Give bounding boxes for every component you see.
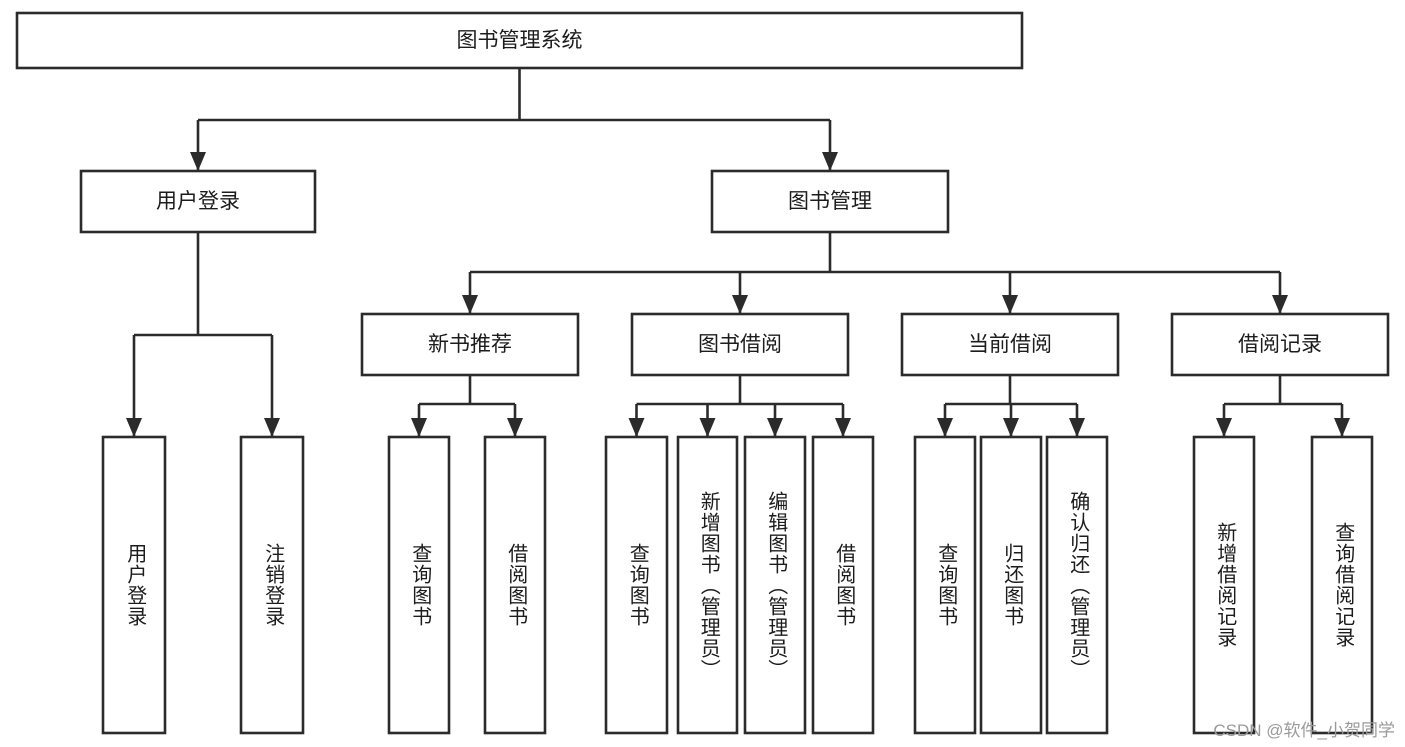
node-leaf-leaf-user-logout[interactable] [239,435,305,735]
arrow-head-icon [126,418,142,437]
node-level1-book-management[interactable] [710,169,950,234]
node-leaf-leaf-confirm-return-admin[interactable] [1045,435,1109,735]
node-label: 新书推荐 [428,333,512,356]
node-level2-new-book-recommend[interactable] [360,312,580,377]
node-leaf-leaf-borrow-book-recommend[interactable] [483,435,547,735]
node-label: 当前借阅 [968,333,1052,356]
arrow-head-icon [1216,418,1232,437]
arrow-head-icon [1002,295,1018,314]
node-level2-book-borrow[interactable] [630,312,850,377]
node-label: 借阅记录 [1238,333,1322,356]
arrow-head-icon [264,418,280,437]
node-leaf-leaf-query-book-borrow[interactable] [604,435,669,735]
node-box-layer [15,11,1390,735]
node-root[interactable] [15,11,1024,70]
connector-layer [126,68,1350,437]
arrow-head-icon [699,418,716,437]
arrow-head-icon [190,152,206,171]
node-leaf-leaf-user-login[interactable] [101,435,167,735]
watermark-text: CSDN @软件_小贺同学 [1213,721,1395,740]
node-level2-borrow-record[interactable] [1170,312,1390,377]
node-leaf-leaf-add-book-admin[interactable] [676,435,739,735]
arrow-head-icon [732,295,748,314]
arrow-head-icon [1069,418,1085,437]
node-leaf-leaf-return-book[interactable] [979,435,1043,735]
node-leaf-leaf-edit-book-admin[interactable] [743,435,807,735]
arrow-head-icon [835,418,851,437]
node-level1-user-login[interactable] [79,169,317,234]
node-leaf-leaf-query-borrow-record[interactable] [1310,435,1374,735]
node-label: 图书借阅 [698,333,782,356]
arrow-head-icon [767,418,783,437]
node-leaf-leaf-add-borrow-record[interactable] [1192,435,1256,735]
arrow-head-icon [628,418,645,437]
arrow-head-icon [411,418,427,437]
arrow-head-icon [1003,418,1019,437]
node-label: 用户登录 [156,190,240,213]
arrow-head-icon [507,418,523,437]
node-label: 图书管理系统 [457,29,583,52]
arrow-head-icon [1334,418,1350,437]
node-leaf-leaf-query-book-current[interactable] [913,435,977,735]
arrow-head-icon [937,418,953,437]
arrow-head-icon [462,295,478,314]
node-level2-current-borrow[interactable] [900,312,1120,377]
node-leaf-leaf-query-book-recommend[interactable] [387,435,451,735]
node-label: 图书管理 [788,190,872,213]
arrow-head-icon [1272,295,1288,314]
node-leaf-leaf-borrow-book[interactable] [811,435,875,735]
arrow-head-icon [822,152,838,171]
